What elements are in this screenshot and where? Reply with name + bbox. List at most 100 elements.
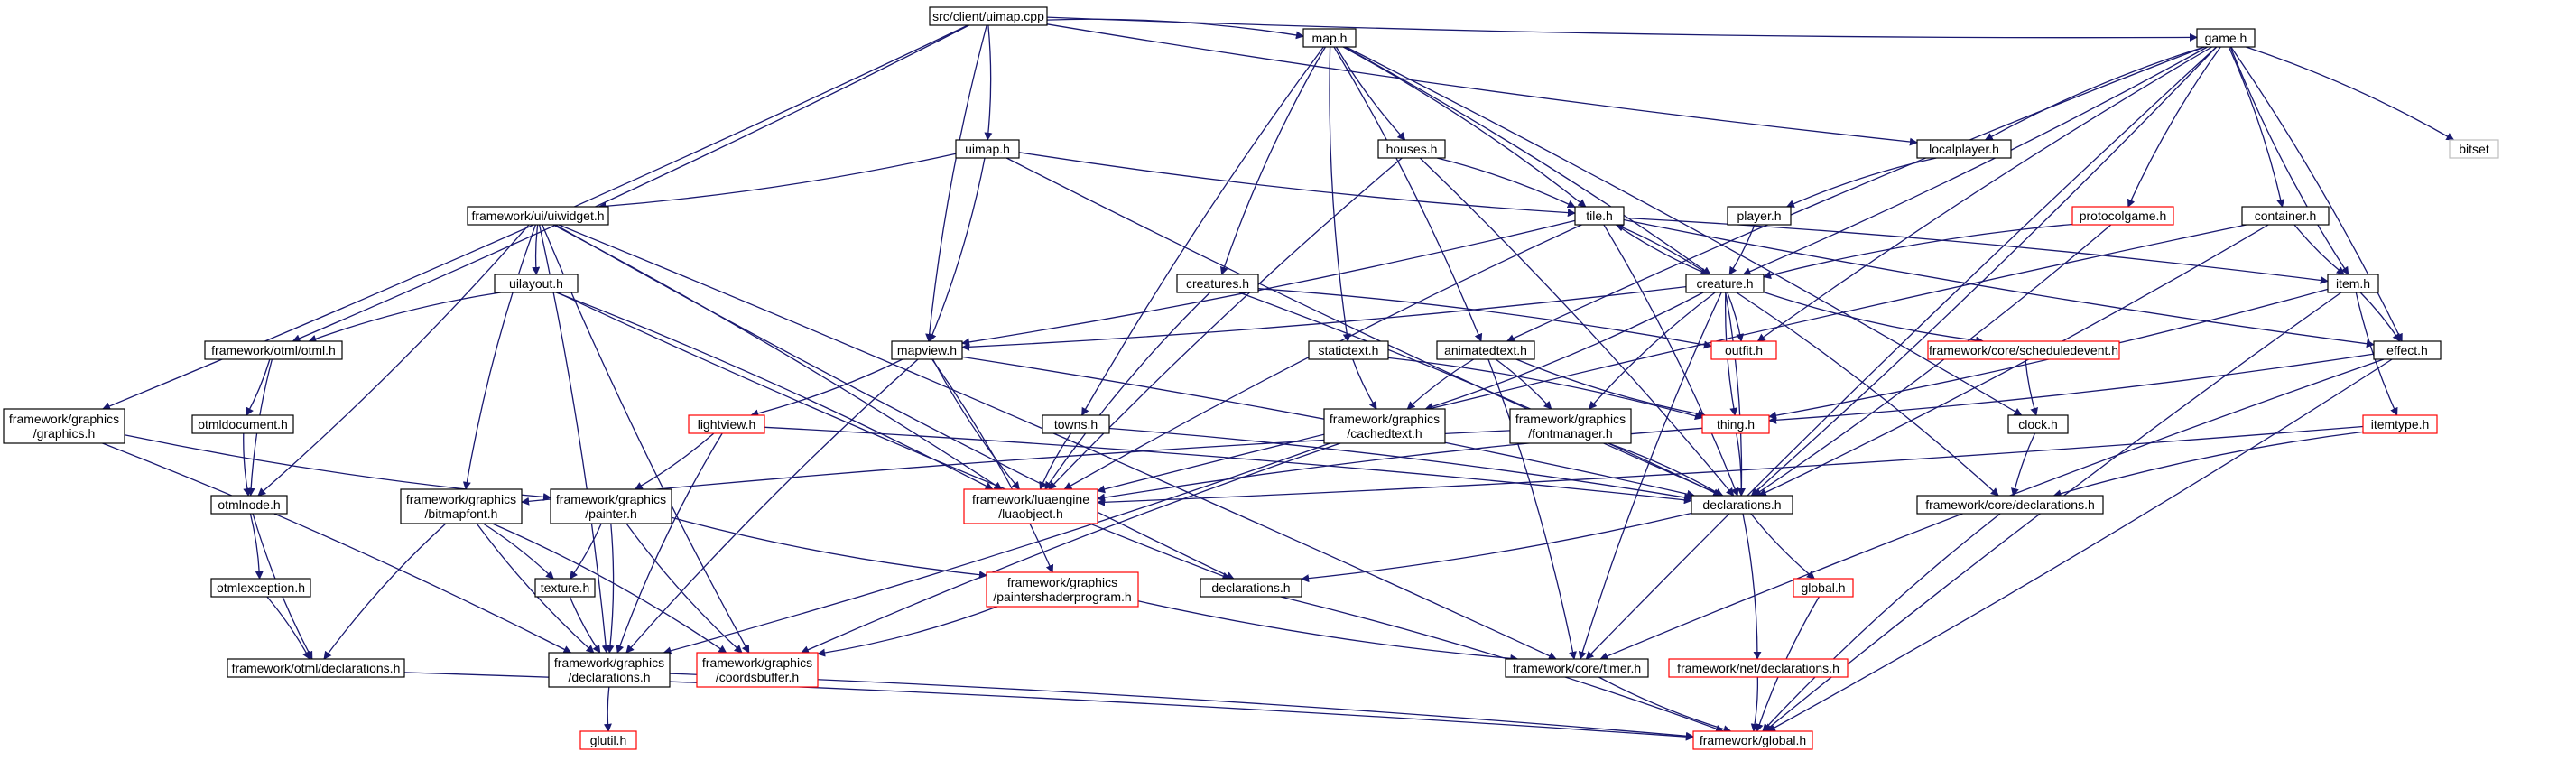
edge-map-h-to-creature-h [1343,46,1711,275]
node-label: /declarations.h [568,670,650,684]
node-global-h[interactable]: global.h [1793,578,1854,598]
node-declarations2-h[interactable]: declarations.h [1200,578,1302,598]
node-box [1302,28,1357,48]
node-painter-h[interactable]: framework/graphics/painter.h [550,488,672,524]
node-box [2449,139,2499,159]
edge-tile-h-to-item-h [1623,217,2329,284]
node-label: framework/otml/declarations.h [232,661,401,675]
node-core-declarations-h[interactable]: framework/core/declarations.h [1916,495,2104,515]
node-box [1509,408,1632,444]
node-box [1176,274,1259,293]
node-creatures-h[interactable]: creatures.h [1176,274,1259,293]
node-scheduledevent-h[interactable]: framework/core/scheduledevent.h [1927,340,2120,360]
node-framework-global-h[interactable]: framework/global.h [1692,730,1813,750]
node-otmldocument-h[interactable]: otmldocument.h [191,414,294,434]
node-uimap-h[interactable]: uimap.h [955,139,1020,159]
edge-painter-h-to-texture-h [570,523,602,580]
node-itemtype-h[interactable]: itemtype.h [2362,414,2438,434]
node-box [1042,414,1110,434]
edge-uilayout-h-to-otml-h [308,292,501,343]
edge-creature-h-to-timer-h [1578,292,1722,660]
edge-houses-h-to-declarations-h [1419,157,1735,497]
edge-declarations-h-to-declarations2-h [1301,512,1692,583]
edge-core-declarations-h-to-framework-global-h [1762,513,2001,732]
node-tile-h[interactable]: tile.h [1574,206,1625,226]
node-uiwidget-h[interactable]: framework/ui/uiwidget.h [467,206,609,226]
node-fontmanager-h[interactable]: framework/graphics/fontmanager.h [1509,408,1632,444]
node-outfit-h[interactable]: outfit.h [1710,340,1777,360]
node-label: declarations.h [1211,580,1290,595]
node-item-h[interactable]: item.h [2327,274,2379,293]
edge-root-to-uimap-h [984,24,993,141]
node-animatedtext-h[interactable]: animatedtext.h [1436,340,1535,360]
node-clock-h[interactable]: clock.h [2007,414,2069,434]
edge-mapview-h-to-luaobject-h [932,358,1020,490]
node-creature-h[interactable]: creature.h [1685,274,1765,293]
node-otmlexception-h[interactable]: otmlexception.h [210,578,311,598]
edge-creature-h-to-tile-h [1615,223,1709,275]
node-otml-h[interactable]: framework/otml/otml.h [204,340,343,360]
node-label: /graphics.h [33,426,95,441]
node-otml-declarations-h[interactable]: framework/otml/declarations.h [227,658,405,678]
node-map-h[interactable]: map.h [1302,28,1357,48]
edge-creature-h-to-declarations-h [1725,292,1746,497]
node-label: framework/core/timer.h [1513,661,1641,675]
node-label: mapview.h [897,343,957,357]
node-towns-h[interactable]: towns.h [1042,414,1110,434]
edge-effect-h-to-framework-global-h [1767,358,2393,732]
node-uilayout-h[interactable]: uilayout.h [494,274,579,293]
node-label: animatedtext.h [1444,343,1527,357]
node-label: otmlexception.h [217,580,305,595]
node-mapview-h[interactable]: mapview.h [891,340,963,360]
node-box [963,488,1098,524]
node-box [2007,414,2069,434]
node-lightview-h[interactable]: lightview.h [688,414,765,434]
node-net-declarations-h[interactable]: framework/net/declarations.h [1668,658,1849,678]
node-game-h[interactable]: game.h [2196,28,2256,48]
node-luaobject-h[interactable]: framework/luaengine/luaobject.h [963,488,1098,524]
node-effect-h[interactable]: effect.h [2373,340,2442,360]
edge-game-h-to-item-h [2229,46,2349,275]
node-box [1727,206,1792,226]
node-timer-h[interactable]: framework/core/timer.h [1505,658,1649,678]
node-paintershaderprogram-h[interactable]: framework/graphics/paintershaderprogram.… [986,571,1139,608]
edge-uimap-h-to-declarations-h [1005,157,1724,497]
node-declarations-h[interactable]: declarations.h [1691,495,1793,515]
node-texture-h[interactable]: texture.h [534,578,596,598]
edge-protocolgame-h-to-creature-h [1763,223,2073,280]
node-bitmapfont-h[interactable]: framework/graphics/bitmapfont.h [400,488,523,524]
node-graphics-declarations-h[interactable]: framework/graphics/declarations.h [548,652,671,688]
node-cachedtext-h[interactable]: framework/graphics/cachedtext.h [1323,408,1446,444]
node-box [1436,340,1535,360]
node-root[interactable]: src/client/uimap.cpp [929,6,1048,26]
node-coordsbuffer-h[interactable]: framework/graphics/coordsbuffer.h [696,652,819,688]
node-label: container.h [2255,209,2317,223]
node-glutil-h[interactable]: glutil.h [579,730,637,750]
edge-creature-h-to-scheduledevent-h [1763,291,1985,345]
node-container-h[interactable]: container.h [2241,206,2330,226]
edge-creatures-h-to-outfit-h [1257,288,1712,349]
node-houses-h[interactable]: houses.h [1377,139,1446,159]
edge-statictext-h-to-thing-h [1387,357,1703,421]
edge-painter-h-to-graphics-declarations-h [606,523,615,654]
node-localplayer-h[interactable]: localplayer.h [1916,139,2012,159]
node-box [688,414,765,434]
node-thing-h[interactable]: thing.h [1701,414,1770,434]
edge-game-h-to-outfit-h [1756,46,2212,342]
node-box [696,652,819,688]
edge-painter-h-to-paintershaderprogram-h [671,516,987,580]
edge-root-to-localplayer-h [1046,23,1918,146]
node-statictext-h[interactable]: statictext.h [1308,340,1389,360]
node-protocolgame-h[interactable]: protocolgame.h [2071,206,2174,226]
node-box [1377,139,1446,159]
node-player-h[interactable]: player.h [1727,206,1792,226]
edge-map-h-to-houses-h [1335,46,1406,141]
node-otmlnode-h[interactable]: otmlnode.h [210,495,288,515]
edge-paintershaderprogram-h-to-timer-h [1137,600,1519,663]
edge-creature-h-to-mapview-h [961,285,1687,351]
edge-towns-h-to-luaobject-h [1039,432,1072,490]
edge-mapview-h-to-paintershaderprogram-h [931,358,1054,573]
node-bitset[interactable]: bitset [2449,139,2499,159]
node-graphics-h[interactable]: framework/graphics/graphics.h [3,408,125,444]
edge-container-h-to-luaobject-h [1097,224,2247,494]
